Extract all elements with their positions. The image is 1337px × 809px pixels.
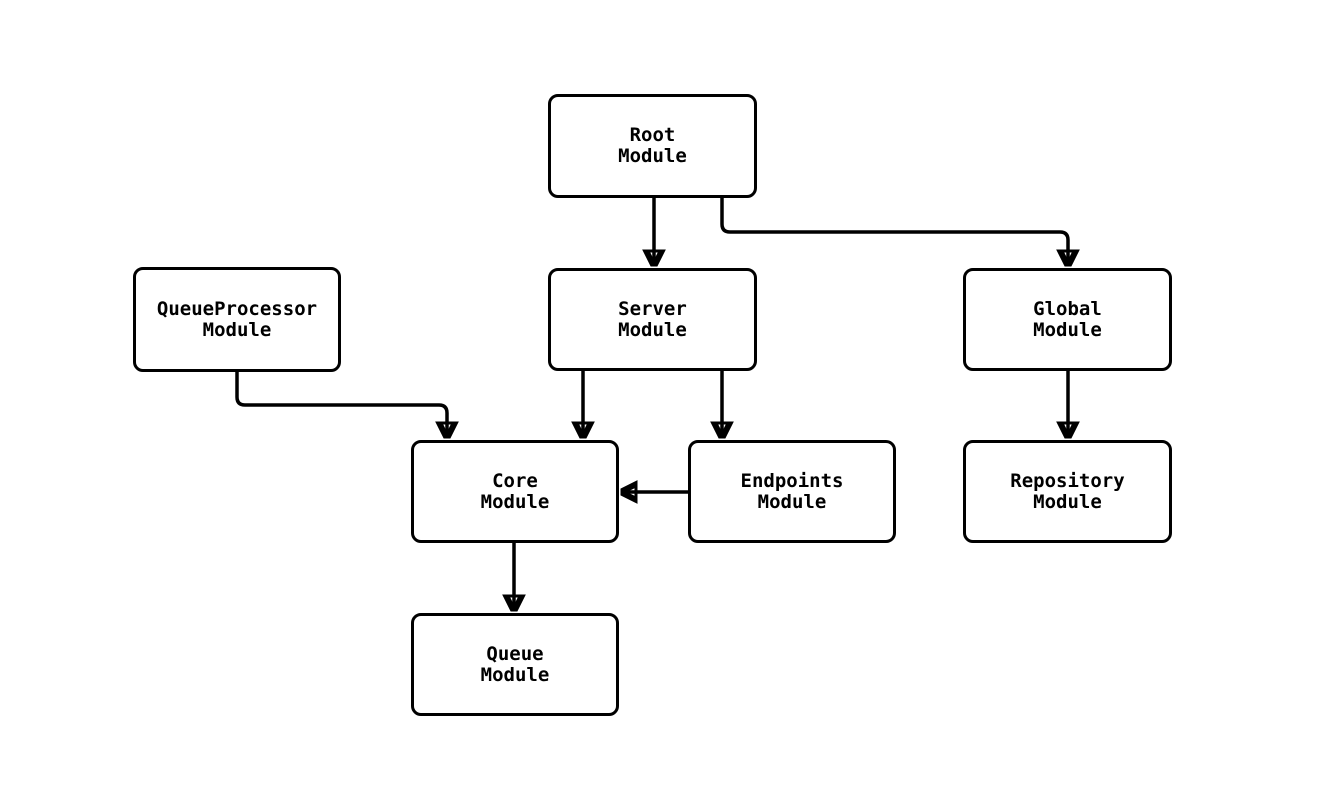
node-label-line: Module <box>480 663 550 686</box>
node-label-line: Queue <box>486 642 544 665</box>
node-global-module: Global Module <box>963 268 1172 371</box>
node-server-module: Server Module <box>548 268 757 371</box>
node-label-line: Module <box>202 318 272 341</box>
edge-queueprocessor-to-core <box>235 372 447 436</box>
edge-root-to-global <box>720 198 1068 264</box>
node-label-line: Server <box>618 297 687 320</box>
node-label-line: Module <box>618 145 687 167</box>
node-label-line: Module <box>757 490 827 513</box>
node-label-line: Endpoints <box>740 469 844 492</box>
node-queue-module: Queue Module <box>411 613 619 716</box>
node-root-module: Root Module <box>548 94 757 198</box>
node-label-line: Module <box>1033 318 1102 341</box>
node-label-line: Module <box>1033 490 1102 513</box>
node-label-line: QueueProcessor <box>156 297 318 320</box>
node-label-line: Repository <box>1010 469 1125 492</box>
node-label-line: Global <box>1033 297 1102 320</box>
node-label-line: Root <box>629 124 676 146</box>
node-label-line: Core <box>492 469 538 492</box>
node-endpoints-module: Endpoints Module <box>688 440 896 543</box>
node-queueprocessor-module: QueueProcessor Module <box>133 267 341 372</box>
node-label-line: Module <box>480 490 550 513</box>
node-label-line: Module <box>618 318 687 341</box>
node-core-module: Core Module <box>411 440 619 543</box>
node-repository-module: Repository Module <box>963 440 1172 543</box>
